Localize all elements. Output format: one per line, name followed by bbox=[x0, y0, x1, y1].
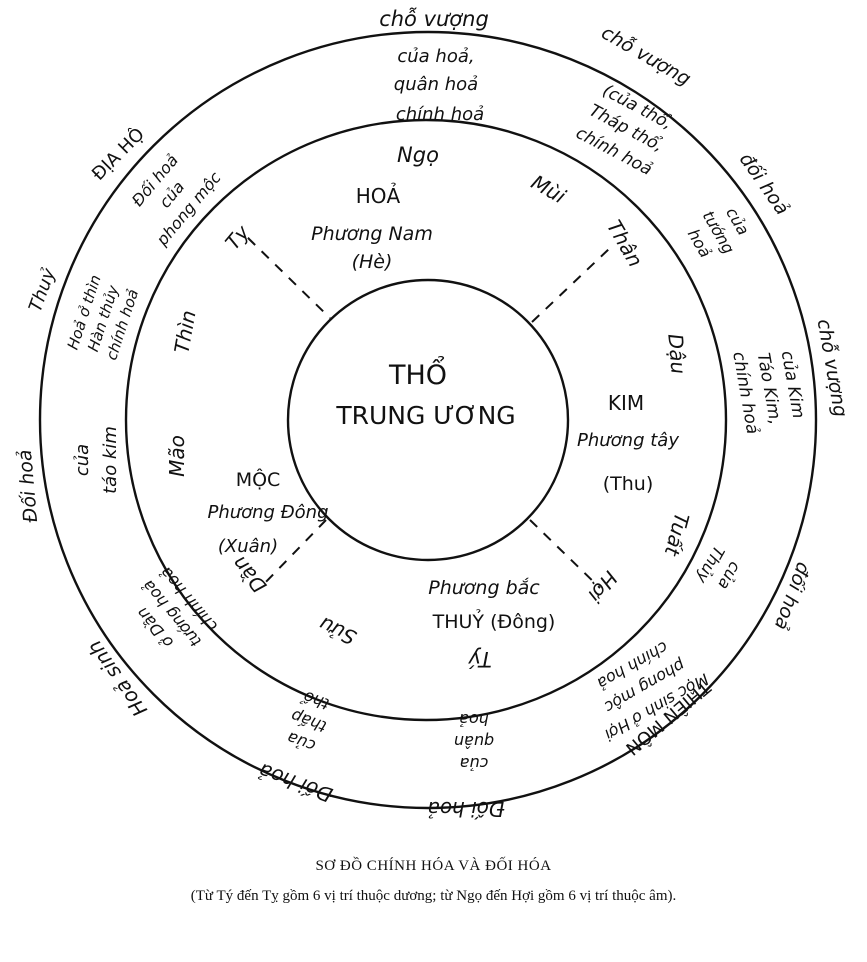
outer-label-left-lower: Hoả sinh bbox=[82, 636, 152, 721]
outer-label-top: chỗ vượng bbox=[379, 6, 489, 31]
element-thuy-direction: Phương bắc bbox=[428, 576, 540, 599]
caption-title: SƠ ĐỒ CHÍNH HÓA VÀ ĐỐI HÓA bbox=[315, 858, 552, 874]
element-moc-direction: Phương Đông bbox=[207, 502, 328, 523]
note-top: của hoả, quân hoả chính hoả bbox=[394, 46, 484, 125]
branch-ty-snake: Tỵ bbox=[220, 220, 255, 255]
branch-tuat: Tuất bbox=[660, 510, 695, 559]
outer-label-upper-left-thuy: Thuỷ bbox=[25, 265, 60, 314]
outer-label-upper-left: ĐỊA HỘ bbox=[87, 123, 149, 185]
element-kim-direction: Phương tây bbox=[577, 430, 679, 451]
branch-mui: Mùi bbox=[527, 170, 570, 209]
branch-dan: Dần bbox=[227, 551, 271, 597]
outer-label-right-upper: đối hoả bbox=[735, 149, 793, 219]
inner-circle bbox=[286, 278, 570, 562]
branch-dau: Dậu bbox=[663, 333, 690, 375]
branch-than: Thân bbox=[602, 216, 648, 271]
outer-circle bbox=[38, 30, 818, 810]
caption-subtitle: (Từ Tý đến Tỵ gồm 6 vị trí thuộc dương; … bbox=[190, 888, 677, 904]
element-thuy-name: THUỶ (Đông) bbox=[432, 608, 556, 633]
note-top-right: (của thổ, Tháp thổ, chính hoả bbox=[572, 80, 676, 180]
branch-ngo: Ngọ bbox=[397, 143, 439, 167]
branch-thin: Thìn bbox=[169, 309, 200, 356]
outer-label-right: chỗ vượng bbox=[813, 317, 852, 418]
element-moc-name: MỘC bbox=[236, 467, 281, 491]
note-lower-right-small: của Thủy bbox=[692, 543, 745, 593]
divider-sw bbox=[261, 519, 327, 587]
note-right-upper: của tướng hoả bbox=[684, 204, 753, 261]
note-bottom-3: hoả bbox=[459, 710, 489, 729]
note-right: của Kim Táo Kim, chính hoả bbox=[728, 349, 808, 436]
element-hoa-name: HOẢ bbox=[356, 183, 401, 208]
note-bottom-2: quân bbox=[454, 732, 494, 751]
outer-label-left: Đối hoả bbox=[14, 449, 42, 524]
branch-suu: Sửu bbox=[315, 612, 360, 650]
element-kim-season: (Thu) bbox=[603, 473, 654, 495]
branch-mao: Mão bbox=[165, 435, 189, 477]
branch-hoi: Hợi bbox=[583, 566, 623, 607]
dashed-dividers bbox=[247, 237, 611, 589]
outer-label-right-lower: đối hoả bbox=[770, 559, 815, 633]
element-kim-name: KIM bbox=[608, 391, 644, 415]
note-bottom: của quân hoả bbox=[454, 710, 494, 773]
middle-circle bbox=[124, 118, 728, 722]
outer-label-bottom: Đối hoả bbox=[428, 797, 505, 821]
outer-label-top-right: chỗ vượng bbox=[598, 22, 695, 91]
diagram-canvas: THỔ TRUNG ƯƠNG HOẢ Phương Nam (Hè) KIM P… bbox=[14, 6, 852, 821]
note-left-1: của bbox=[72, 444, 93, 476]
divider-se bbox=[529, 519, 601, 589]
center-line-2: TRUNG ƯƠNG bbox=[335, 401, 515, 430]
element-hoa-season: (Hè) bbox=[352, 251, 393, 273]
note-lower-left: của thấp thổ bbox=[285, 686, 332, 755]
element-hoa-direction: Phương Nam bbox=[311, 223, 433, 245]
note-upper-left-top: Đối hoả của phong mộc bbox=[128, 151, 225, 250]
outer-label-lower-left: Đối hoả bbox=[255, 759, 335, 808]
divider-ne bbox=[531, 247, 611, 323]
note-top-2: quân hoả bbox=[394, 74, 478, 95]
note-top-3: chính hoả bbox=[396, 104, 484, 125]
center-line-1: THỔ bbox=[388, 356, 447, 391]
branch-ty-rat: Tý bbox=[468, 647, 492, 671]
divider-nw bbox=[247, 237, 331, 319]
note-upper-left: Hoả ở thìn Hàn thủy chính hoả bbox=[64, 273, 142, 363]
note-bottom-1: của bbox=[460, 754, 489, 773]
note-left: của táo kim bbox=[72, 426, 121, 494]
note-left-2: táo kim bbox=[100, 426, 121, 494]
note-top-1: của hoả, bbox=[397, 46, 474, 67]
note-left-lower: ở Dần tướng hoả chính hoả bbox=[133, 563, 222, 652]
element-moc-season: (Xuân) bbox=[218, 536, 278, 557]
